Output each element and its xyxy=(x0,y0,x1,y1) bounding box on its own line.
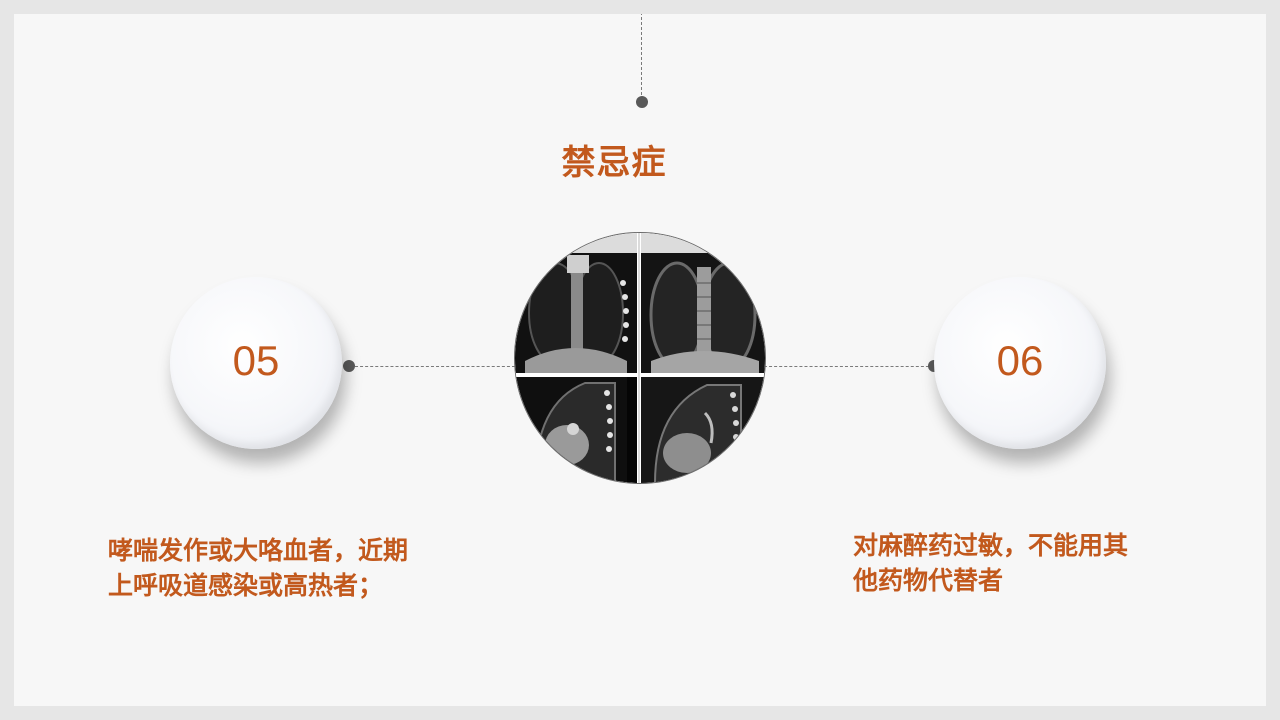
left-connector-dot xyxy=(343,360,355,372)
number-circle-05: 05 xyxy=(170,277,342,449)
page-title: 禁忌症 xyxy=(561,143,667,183)
left-description: 哮喘发作或大咯血者，近期 上呼吸道感染或高热者； xyxy=(108,533,488,603)
slide-canvas: 禁忌症 05 06 xyxy=(14,14,1266,706)
number-circle-06: 06 xyxy=(934,277,1106,449)
ct-scan-images-icon xyxy=(514,232,766,484)
top-connector-dot-lower xyxy=(636,96,648,108)
right-description-line-2: 他药物代替者 xyxy=(853,566,1004,595)
right-description: 对麻醉药过敏，不能用其 他药物代替者 xyxy=(853,528,1213,598)
right-description-line-1: 对麻醉药过敏，不能用其 xyxy=(853,531,1129,560)
number-06: 06 xyxy=(996,337,1044,384)
left-description-line-1: 哮喘发作或大咯血者，近期 xyxy=(108,536,409,565)
right-connector-line xyxy=(764,366,934,367)
number-05: 05 xyxy=(232,337,280,384)
top-connector-line xyxy=(641,14,642,95)
left-connector-line xyxy=(355,366,515,367)
left-description-line-2: 上呼吸道感染或高热者； xyxy=(108,571,384,600)
